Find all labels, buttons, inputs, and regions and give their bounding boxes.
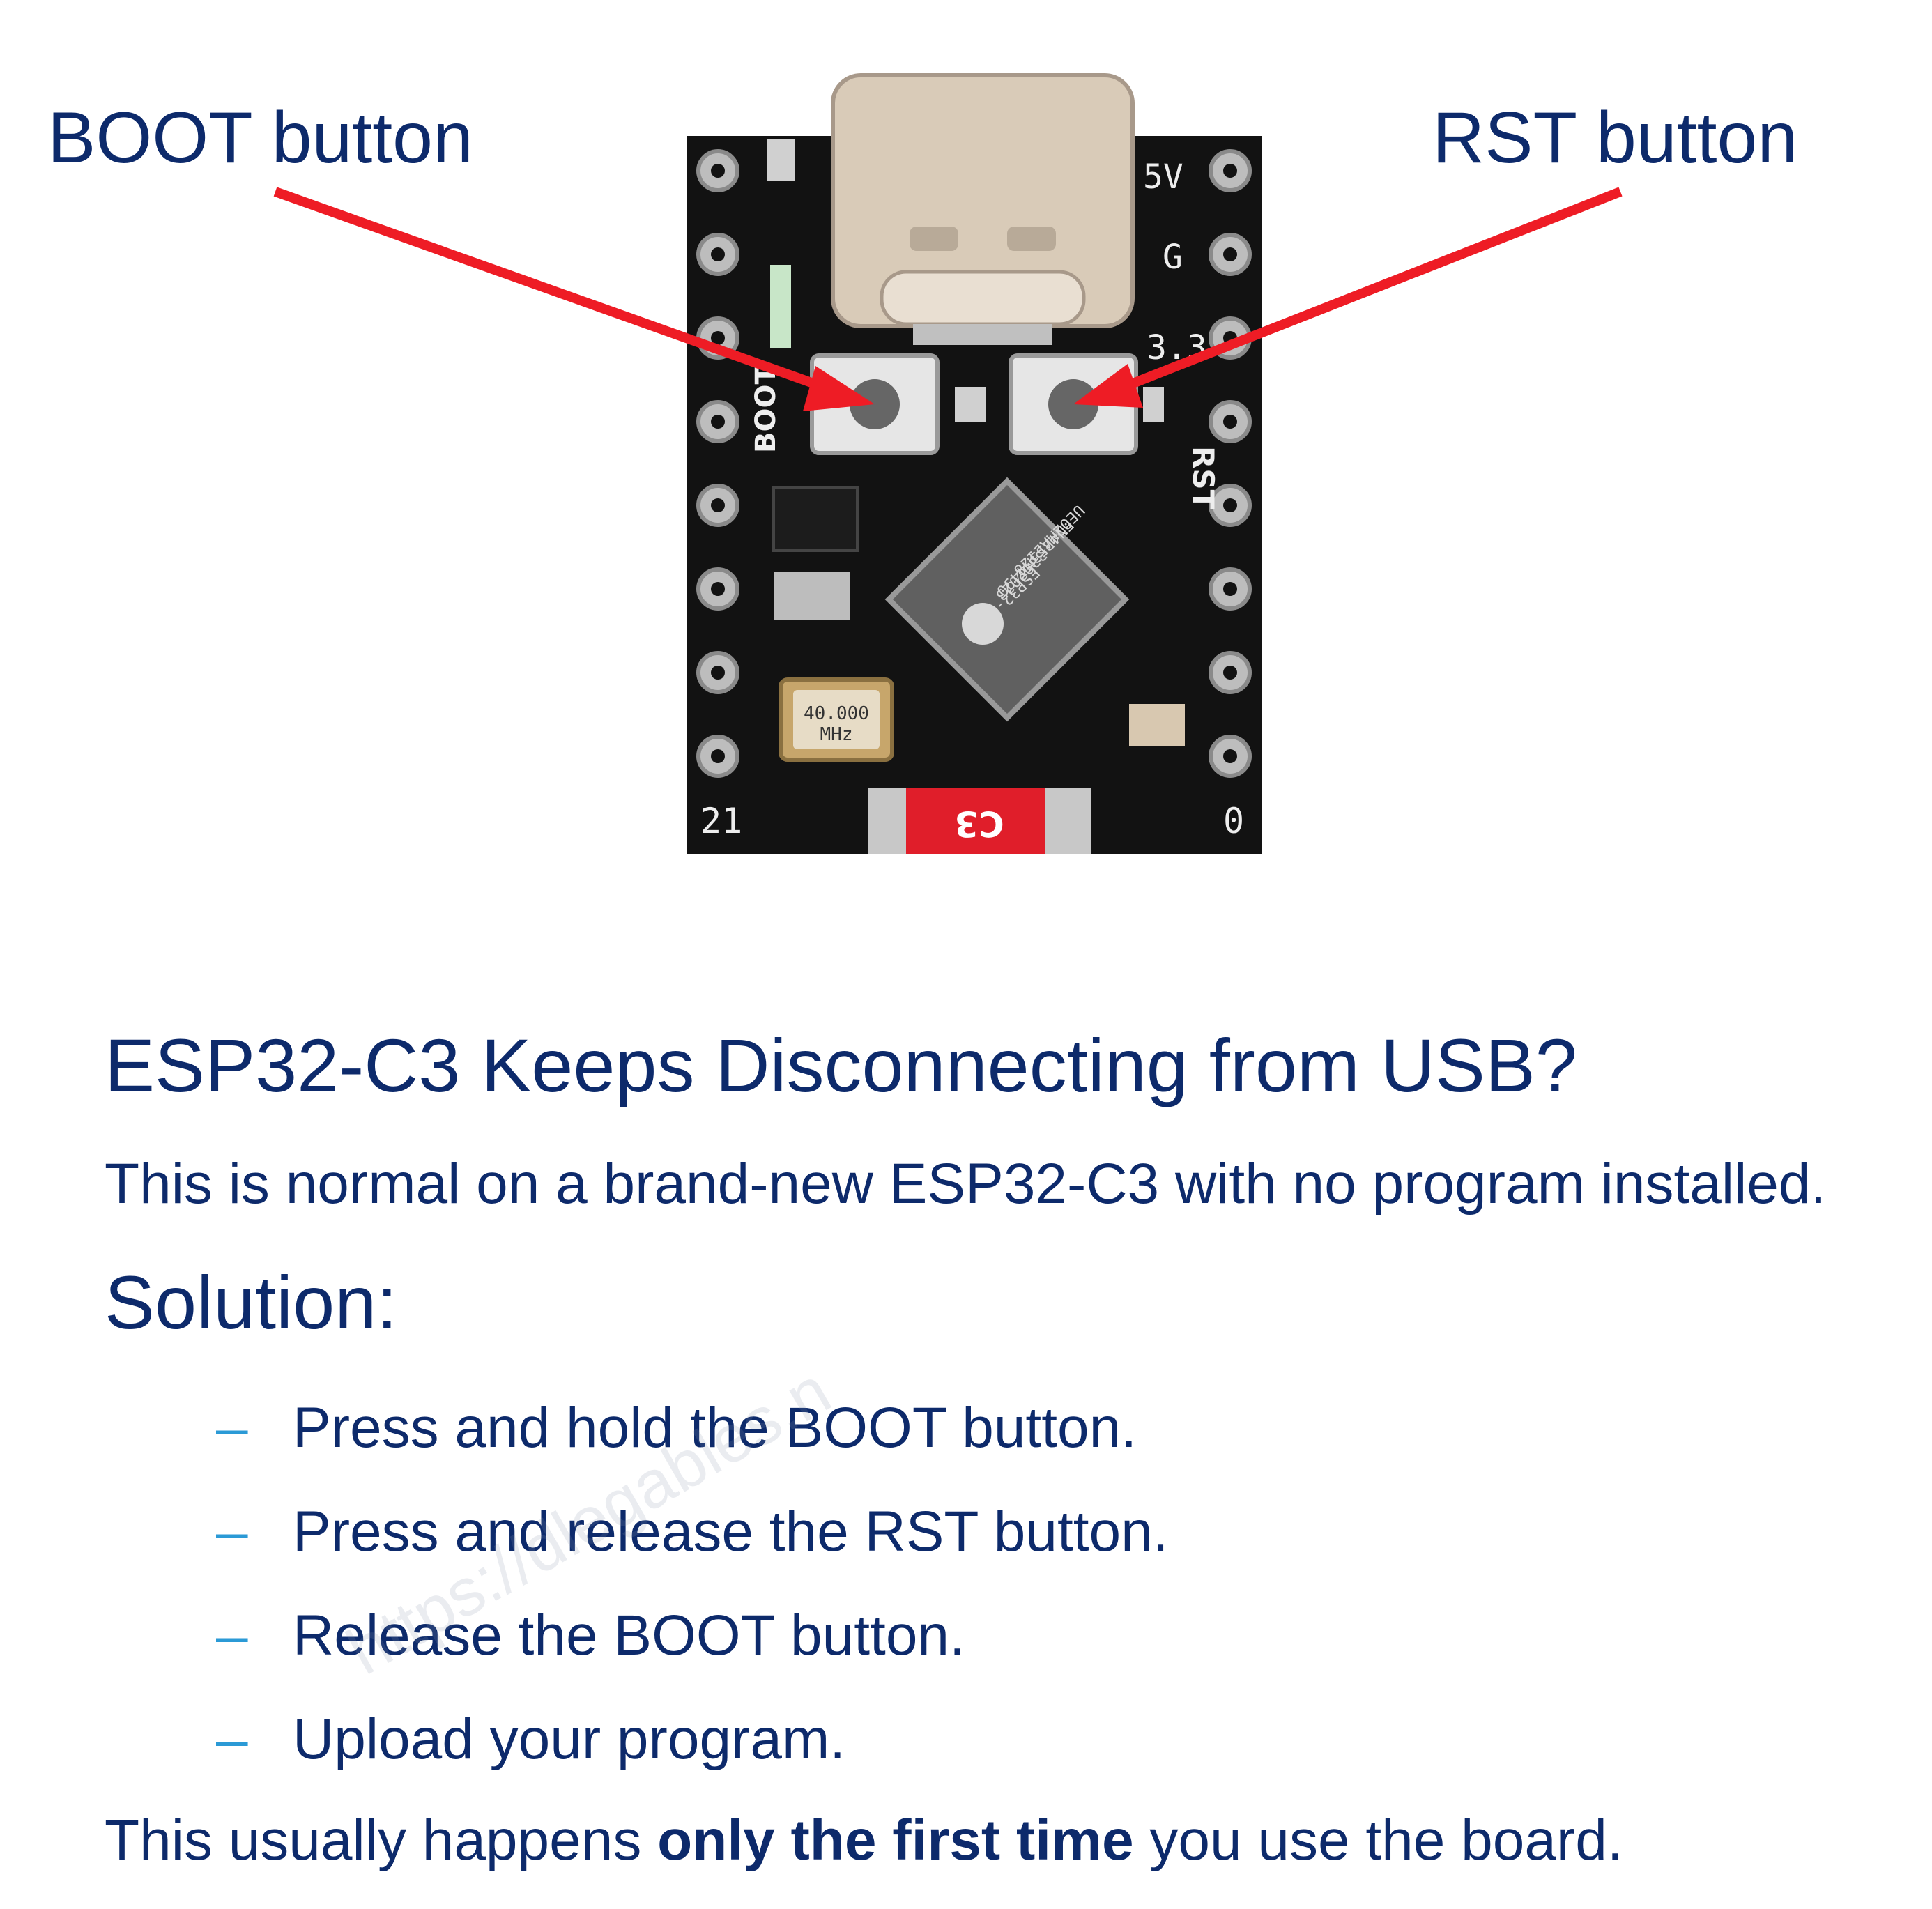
step-1-text: Press and hold the BOOT button.: [293, 1396, 1137, 1459]
page-heading: ESP32-C3 Keeps Disconnecting from USB?: [105, 1023, 1578, 1107]
crystal-text-2: MHz: [820, 724, 853, 745]
esp32-c3-chip: ESP32-C3 3302023 FN4P53M4490 UE02MAE128: [884, 477, 1130, 722]
dash-bullet: –: [216, 1604, 248, 1667]
step-3-text: Release the BOOT button.: [293, 1604, 965, 1667]
c3-tag: C3: [868, 788, 1091, 854]
dash-bullet: –: [216, 1396, 248, 1459]
dash-bullet: –: [216, 1500, 248, 1563]
left-header-pins: [696, 149, 739, 778]
pin-21-label: 21: [700, 801, 742, 841]
silkscreen-boot: BOOT: [750, 365, 782, 453]
arrow-to-boot: [273, 187, 835, 395]
arrowhead-boot: [803, 366, 875, 411]
silkscreen-5v: 5V: [1143, 158, 1183, 197]
arrowhead-rst: [1073, 364, 1143, 408]
footer-post: you use the board.: [1133, 1809, 1623, 1872]
step-4: –Upload your program.: [216, 1711, 845, 1768]
crystal-text-1: 40.000: [804, 703, 869, 724]
usb-c-connector: [831, 73, 1135, 345]
step-1: –Press and hold the BOOT button.: [216, 1400, 1137, 1457]
smd-components: [767, 139, 1185, 746]
boot-button-label: BOOT button: [47, 98, 473, 178]
footer-note: This usually happens only the first time…: [105, 1812, 1623, 1869]
step-2: –Press and release the RST button.: [216, 1503, 1169, 1561]
footer-pre: This usually happens: [105, 1809, 658, 1872]
annotation-arrows: [273, 187, 1623, 411]
step-3: –Release the BOOT button.: [216, 1607, 965, 1664]
arrow-to-rst: [1113, 187, 1623, 395]
crystal-oscillator: 40.000 MHz: [779, 677, 894, 762]
right-header-pins: [1209, 149, 1252, 778]
step-2-text: Press and release the RST button.: [293, 1500, 1169, 1563]
silkscreen-rst: RST: [1186, 446, 1220, 510]
solution-heading: Solution:: [105, 1260, 398, 1344]
c3-tag-text: C3: [954, 804, 1004, 844]
intro-text: This is normal on a brand-new ESP32-C3 w…: [105, 1152, 1827, 1216]
step-4-text: Upload your program.: [293, 1708, 846, 1771]
esp32-c3-board-image: 5V G 3.3 BOOT RST 21 0 ESP32-C3 3302023 …: [273, 73, 1623, 854]
footer-bold: only the first time: [657, 1809, 1134, 1872]
pin-0-label: 0: [1223, 801, 1244, 841]
dash-bullet: –: [216, 1708, 248, 1771]
silkscreen-g: G: [1163, 238, 1183, 277]
rst-button-label: RST button: [1432, 98, 1798, 178]
